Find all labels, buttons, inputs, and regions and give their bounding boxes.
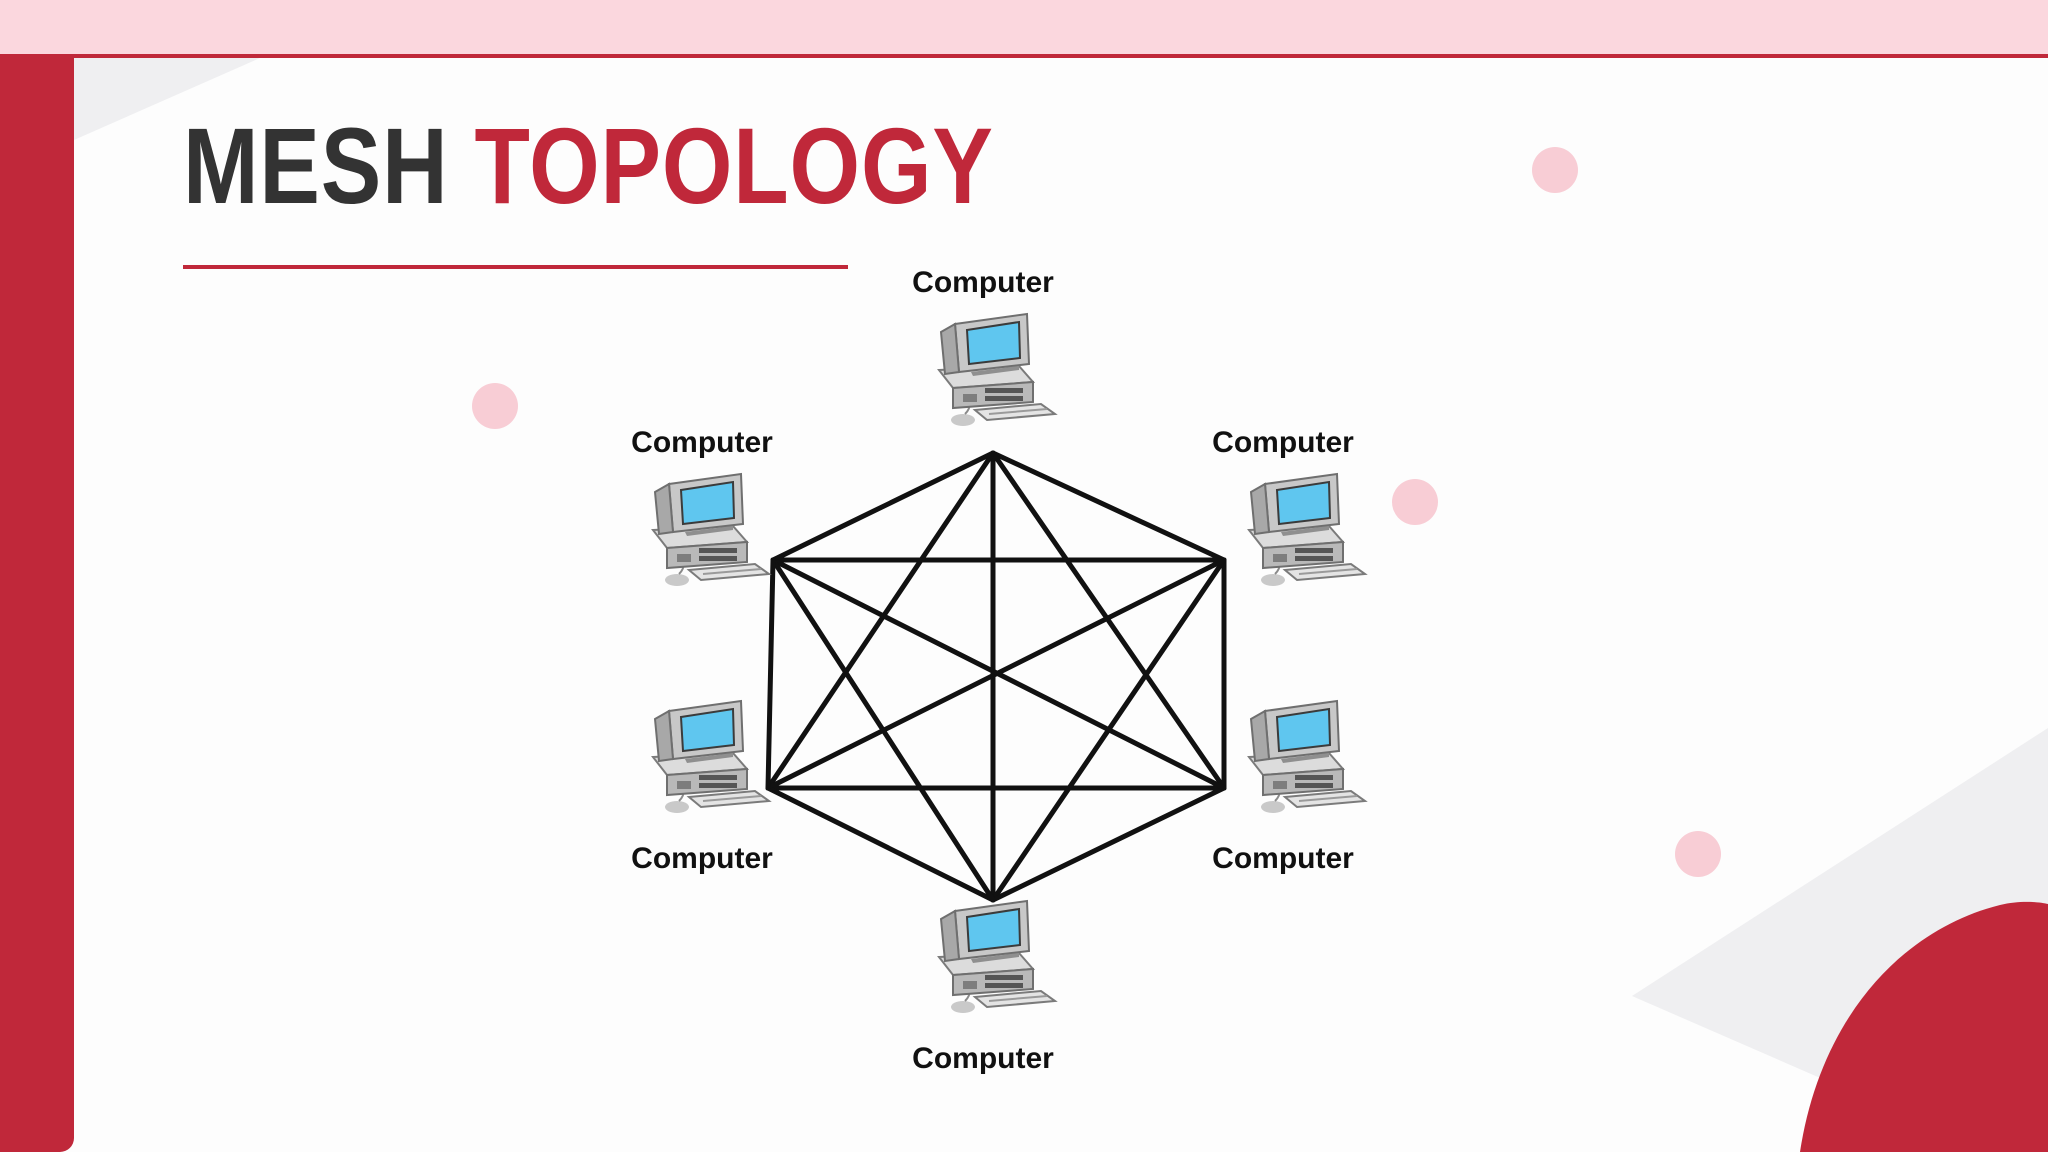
title-word-mesh: MESH (183, 105, 449, 226)
header-band (0, 0, 2048, 55)
title-underline (183, 265, 848, 269)
node-label-lower-left: Computer (631, 842, 773, 875)
mesh-link-bottom-lower-left (765, 785, 996, 903)
decor-dot (1675, 831, 1721, 877)
node-label-bottom: Computer (912, 1042, 1054, 1075)
bg-triangle-top-left (74, 58, 260, 140)
node-label-upper-right: Computer (1212, 426, 1354, 459)
mesh-link-bottom-upper-left (770, 557, 996, 903)
computer-node-upper-left-icon (637, 470, 777, 590)
mesh-link-lower-left-upper-left (765, 557, 776, 791)
decor-dot (1392, 479, 1438, 525)
computer-node-lower-right-icon (1233, 697, 1373, 817)
mesh-link-lower-right-upper-left (770, 557, 1227, 791)
computer-node-top-icon (923, 310, 1063, 430)
slide-title: MESH TOPOLOGY (183, 112, 994, 220)
left-accent-bar (0, 58, 74, 1152)
node-label-upper-left: Computer (631, 426, 773, 459)
title-word-topology: TOPOLOGY (474, 105, 994, 226)
computer-node-lower-left-icon (637, 697, 777, 817)
mesh-link-lower-right-bottom (990, 785, 1227, 903)
decor-dot (472, 383, 518, 429)
header-divider (0, 54, 2048, 58)
mesh-link-top-lower-left (765, 450, 996, 791)
node-label-top: Computer (912, 266, 1054, 299)
computer-node-bottom-icon (923, 897, 1063, 1017)
node-label-lower-right: Computer (1212, 842, 1354, 875)
mesh-link-top-upper-right (990, 450, 1227, 563)
decor-dot (1532, 147, 1578, 193)
mesh-link-top-upper-left (770, 450, 996, 563)
corner-blob (1800, 901, 2048, 1152)
computer-node-upper-right-icon (1233, 470, 1373, 590)
